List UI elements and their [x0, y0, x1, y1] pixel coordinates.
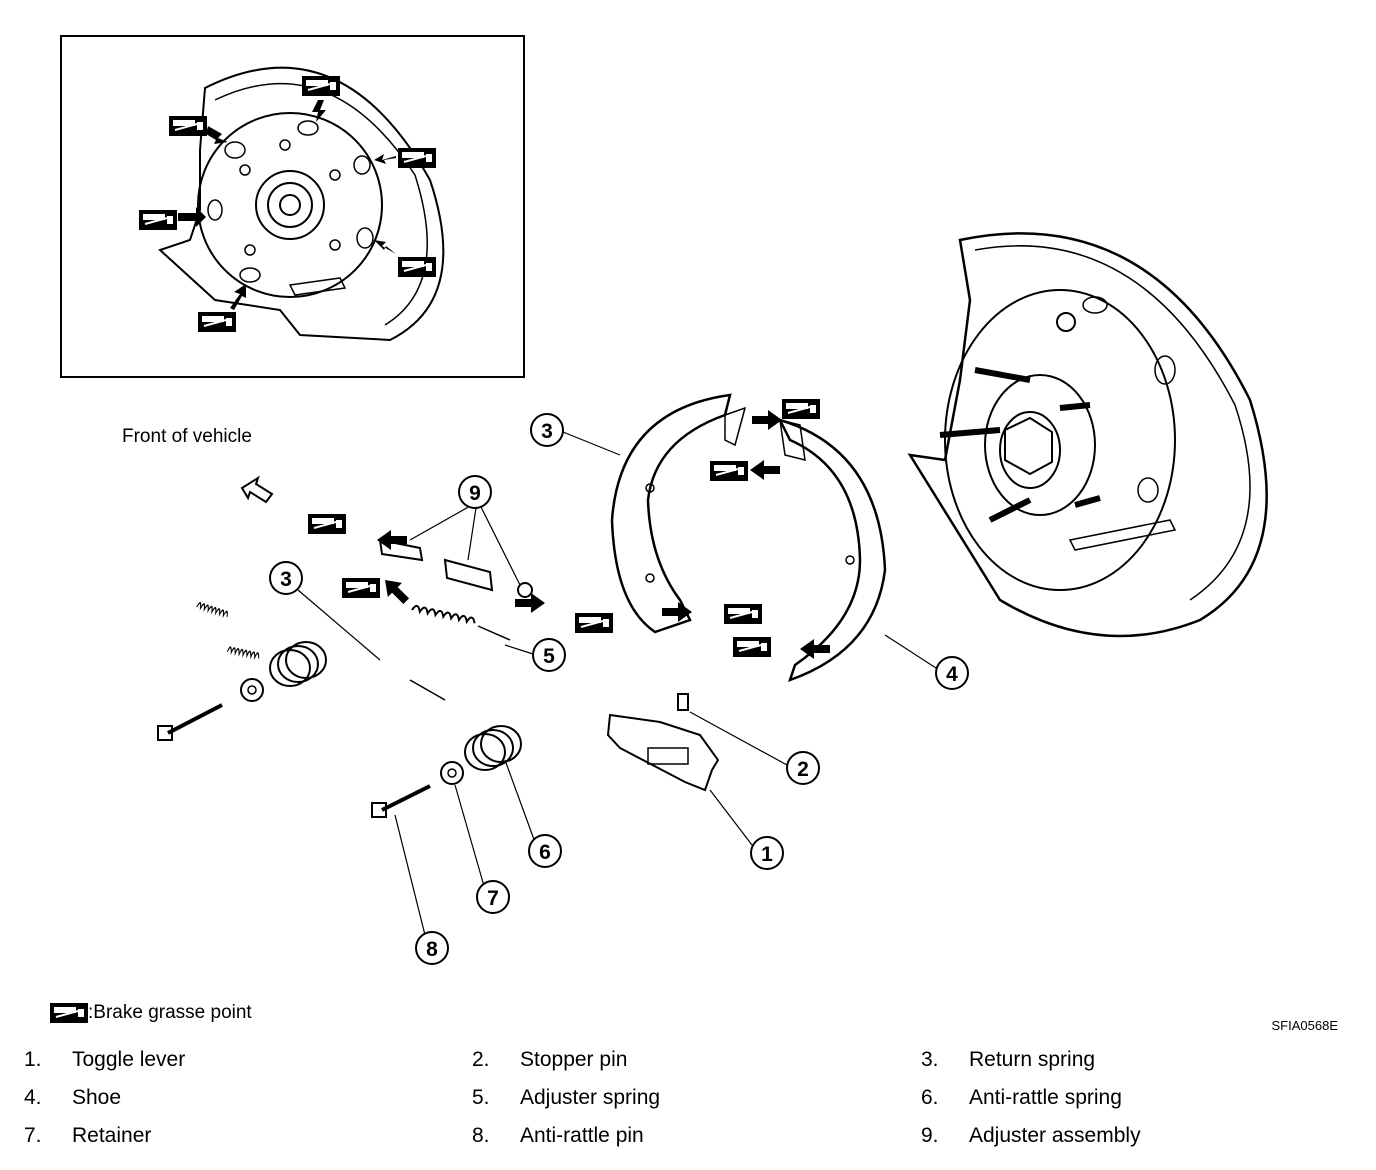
- callout-9: 9: [458, 475, 492, 509]
- part-item: 7.Retainer: [24, 1124, 152, 1147]
- svg-text:7: 7: [487, 887, 499, 910]
- callout-6: 6: [528, 834, 562, 868]
- svg-text:3: 3: [541, 420, 553, 443]
- svg-text:4: 4: [946, 663, 958, 686]
- brake-shoe-right: [777, 417, 887, 683]
- brake-shoe-left: [610, 393, 747, 634]
- exploded-brake-diagram: 3 9 3 5 4 2 1 6 7 8: [60, 35, 1268, 965]
- svg-text:6: 6: [539, 841, 551, 864]
- part-item: 1.Toggle lever: [24, 1048, 186, 1071]
- leader-lines: [297, 431, 937, 936]
- part-item: 6.Anti-rattle spring: [921, 1086, 1122, 1109]
- adjuster-assembly: [378, 538, 533, 598]
- return-spring: [195, 601, 446, 701]
- part-item: 4.Shoe: [24, 1086, 122, 1109]
- grease-point-icons: [307, 398, 830, 659]
- part-item: 9.Adjuster assembly: [921, 1124, 1141, 1147]
- toggle-lever: [606, 713, 720, 792]
- callout-5: 5: [532, 638, 566, 672]
- callout-4-right: 4: [935, 656, 969, 690]
- part-item: 3.Return spring: [921, 1048, 1096, 1071]
- inset-panel: [60, 35, 525, 378]
- legend-text: :Brake grasse point: [88, 1002, 252, 1023]
- adjuster-spring: [411, 604, 511, 641]
- callout-4-left: 3: [530, 413, 564, 447]
- svg-text:2: 2: [797, 758, 809, 781]
- part-item: 2.Stopper pin: [472, 1048, 628, 1071]
- front-of-vehicle-label: Front of vehicle: [122, 426, 252, 447]
- callout-1: 1: [750, 836, 784, 870]
- callout-3: 3: [269, 561, 303, 595]
- figure-code: SFIA0568E: [1271, 1018, 1339, 1033]
- callout-7: 7: [476, 880, 510, 914]
- anti-rattle-pin: [157, 703, 431, 818]
- callout-2: 2: [786, 751, 820, 785]
- retainer: [240, 678, 464, 785]
- stopper-pin: [677, 693, 689, 711]
- svg-text:1: 1: [761, 843, 773, 866]
- callouts: 3 9 3 5 4 2 1 6 7 8: [269, 413, 969, 965]
- grease-gun-icon: [50, 1003, 88, 1023]
- anti-rattle-spring: [269, 641, 522, 771]
- backing-plate: [907, 232, 1268, 638]
- part-item: 8.Anti-rattle pin: [472, 1124, 644, 1147]
- part-item: 5.Adjuster spring: [472, 1086, 661, 1109]
- svg-text:9: 9: [469, 482, 481, 505]
- front-arrow-icon: [240, 475, 274, 504]
- svg-text:3: 3: [280, 568, 292, 591]
- legend: :Brake grasse point: [50, 999, 252, 1027]
- svg-text:8: 8: [426, 938, 438, 961]
- svg-text:5: 5: [543, 645, 555, 668]
- callout-8: 8: [415, 931, 449, 965]
